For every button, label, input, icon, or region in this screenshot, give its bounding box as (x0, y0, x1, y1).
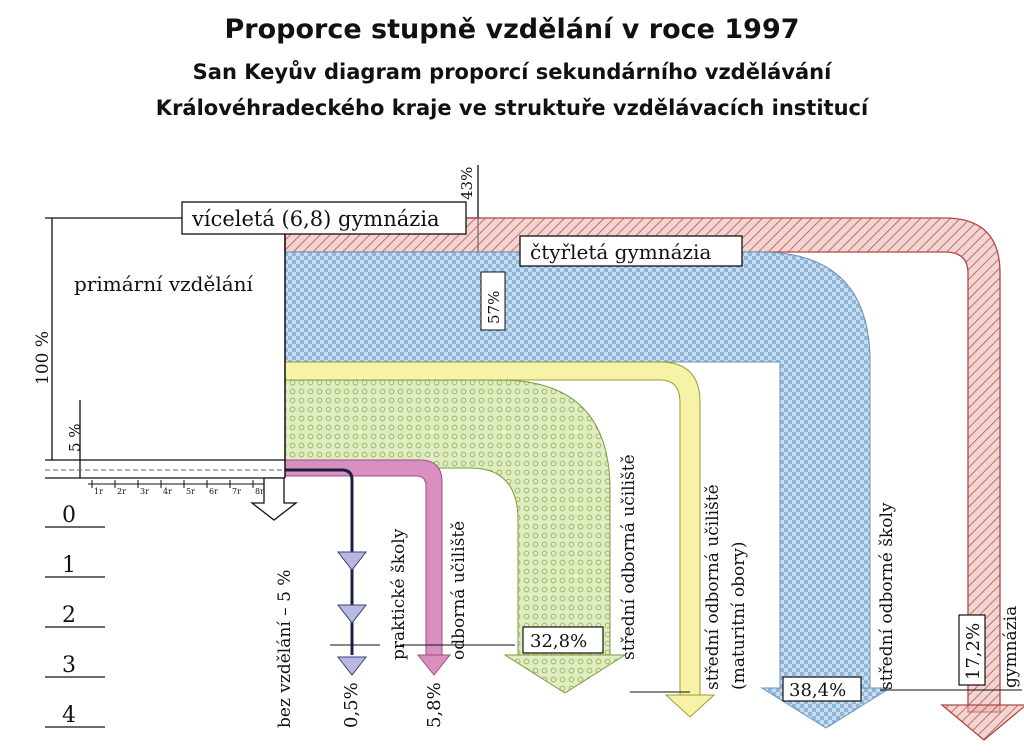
ruler-tick-label: 4r (163, 487, 172, 496)
odborna-label: odborná učiliště (449, 521, 469, 660)
sos-value: 38,4% (789, 680, 846, 701)
prakticke-value: 0,5% (341, 682, 362, 728)
odborna-arrow (416, 654, 452, 676)
level-3: 3 (62, 653, 76, 678)
gym-label: gymnázia (1001, 606, 1021, 688)
viceleta-box (181, 201, 467, 235)
sos-value-box (782, 676, 862, 702)
sos-label: střední odborné školy (877, 502, 897, 690)
gym-value: 17,2% (963, 623, 984, 680)
diagram-subtitle-line2: Královéhradeckého kraje ve struktuře vzd… (155, 96, 869, 120)
pct-57-label: 57% (485, 291, 503, 324)
gym-value-box (958, 614, 986, 686)
sou-maturitni-sublabel: (maturitní obory) (729, 541, 749, 690)
pct-100-label: 100 % (33, 331, 53, 385)
pct-5-label: 5 % (66, 423, 84, 452)
viceleta-label: víceletá (6,8) gymnázia (191, 207, 440, 231)
ruler-tick-label: 3r (140, 487, 149, 496)
ruler-tick-label: 8r (255, 487, 264, 496)
level-2: 2 (62, 603, 76, 628)
sou-arrow (503, 654, 627, 694)
prakticke-arrow-1 (336, 551, 368, 571)
primarni-label: primární vzdělání (74, 272, 254, 296)
ruler-tick-label: 2r (117, 487, 126, 496)
gymnazia-arrow (940, 704, 1024, 741)
sou-maturitni-label: střední odborná učiliště (703, 484, 723, 690)
pct-57-box (480, 271, 506, 331)
ctyrleta-box (519, 235, 743, 267)
odborna-value: 5,8% (424, 682, 445, 728)
level-0: 0 (62, 503, 76, 528)
prakticke-arrow-3 (336, 656, 368, 676)
ctyrleta-label: čtyřletá gymnázia (530, 240, 711, 264)
sou-label: střední odborná učiliště (619, 454, 639, 660)
ruler: 1r2r3r4r5r6r7r8r9 (88, 480, 283, 496)
level-scale: 0 1 2 3 4 (45, 503, 105, 728)
prakticke-label: praktické školy (389, 528, 409, 660)
diagram-subtitle-line1: San Keyův diagram proporcí sekundárního … (192, 60, 832, 84)
prakticke-line (285, 468, 354, 655)
ruler-tick-label: 5r (186, 487, 195, 496)
sou-maturitni-arrow (664, 694, 716, 718)
sos-band (284, 251, 871, 689)
ruler-tick-label: 7r (232, 487, 241, 496)
ruler-tick-label: 1r (94, 487, 103, 496)
sou-value: 32,8% (530, 631, 587, 652)
level-1: 1 (62, 553, 76, 578)
odborna-band (284, 459, 443, 656)
sou-value-box (522, 626, 604, 654)
bez-vzdelani-label: bez vzdělání – 5 % (275, 570, 295, 728)
diagram-title: Proporce stupně vzdělání v roce 1997 (224, 14, 800, 45)
pct-43-label: 43% (458, 167, 476, 200)
ruler-tick-label: 6r (209, 487, 218, 496)
level-4: 4 (62, 703, 76, 728)
prakticke-arrow-2 (336, 604, 368, 624)
sou-band (284, 379, 611, 656)
bez-vzdelani-arrow (250, 477, 298, 521)
